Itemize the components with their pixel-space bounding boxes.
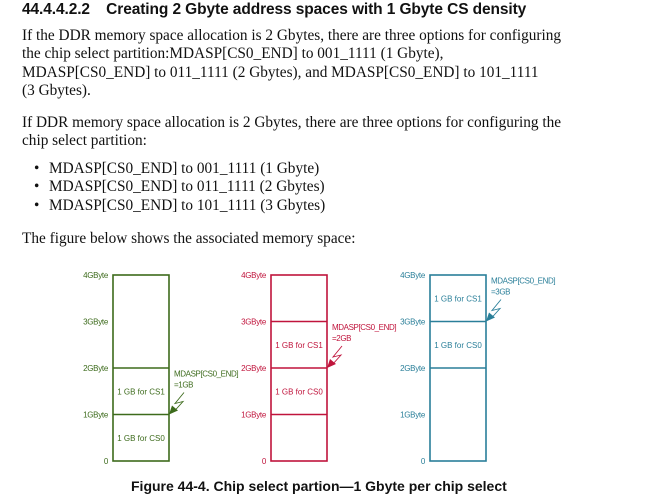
lightning-arrow-line	[490, 299, 502, 319]
cs0-end-annotation-line2: =1GB	[174, 381, 193, 390]
lightning-arrow-line	[331, 345, 343, 366]
region-label: 1 GB for CS1	[117, 387, 165, 396]
list-item-text: MDASP[CS0_END] to 101_1111 (3 Gbytes)	[49, 196, 326, 214]
axis-label-0: 0	[262, 457, 267, 466]
paragraph-2-line: If DDR memory space allocation is 2 Gbyt…	[22, 114, 562, 131]
axis-label-1: 1GByte	[400, 411, 426, 420]
list-item-text: MDASP[CS0_END] to 001_1111 (1 Gbyte)	[49, 160, 320, 177]
axis-label-4: 4GByte	[83, 271, 109, 280]
bullet-icon: •	[34, 160, 40, 177]
axis-label-4: 4GByte	[400, 271, 426, 280]
arrow-head-icon	[169, 405, 178, 415]
list-item-text: MDASP[CS0_END] to 011_1111 (2 Gbytes)	[49, 178, 325, 196]
axis-label-4: 4GByte	[241, 271, 267, 280]
region-label: 1 GB for CS1	[434, 294, 482, 303]
cs0-end-annotation-line1: MDASP[CS0_END]	[174, 370, 238, 379]
paragraph-2: If DDR memory space allocation is 2 Gbyt…	[22, 114, 642, 151]
paragraph-1-line: If the DDR memory space allocation is 2 …	[22, 27, 562, 44]
paragraph-1-line: (3 Gbytes).	[22, 81, 91, 99]
paragraph-1: If the DDR memory space allocation is 2 …	[22, 27, 642, 100]
axis-label-0: 0	[104, 457, 109, 466]
bullet-icon: •	[34, 196, 40, 214]
list-item: • MDASP[CS0_END] to 001_1111 (1 Gbyte)	[34, 160, 325, 178]
paragraph-1-line: the chip select partition:MDASP[CS0_END]…	[22, 45, 444, 63]
options-list: • MDASP[CS0_END] to 001_1111 (1 Gbyte) • M…	[34, 160, 325, 215]
axis-label-2: 2GByte	[83, 364, 109, 373]
list-item: • MDASP[CS0_END] to 101_1111 (3 Gbytes)	[34, 197, 325, 215]
region-label: 1 GB for CS0	[434, 341, 482, 350]
memory-map-figure: 0 1GByte 2GByte 3GByte 4GByte 1 GB for CS0 1 G…	[83, 271, 556, 466]
cs0-end-annotation-line2: =3GB	[491, 288, 510, 297]
axis-label-0: 0	[421, 457, 426, 466]
bullet-icon: •	[34, 178, 40, 196]
axis-label-2: 2GByte	[400, 364, 426, 373]
paragraph-3: The figure below shows the associated me…	[22, 230, 356, 247]
arrow-head-icon	[327, 359, 336, 368]
axis-label-1: 1GByte	[241, 411, 267, 420]
axis-label-2: 2GByte	[241, 364, 267, 373]
figure-caption: Figure 44-4. Chip select partion—1 Gbyte…	[131, 478, 507, 494]
section-heading: 44.4.4.2.2 Creating 2 Gbyte address spac…	[22, 1, 526, 19]
section-number: 44.4.4.2.2	[22, 1, 90, 18]
axis-label-3: 3GByte	[83, 318, 109, 327]
axis-label-1: 1GByte	[83, 411, 109, 420]
lightning-arrow-line	[173, 392, 185, 412]
axis-label-3: 3GByte	[241, 318, 267, 327]
list-item: • MDASP[CS0_END] to 011_1111 (2 Gbytes)	[34, 178, 325, 196]
section-title: Creating 2 Gbyte address spaces with 1 G…	[106, 1, 527, 18]
region-label: 1 GB for CS0	[117, 434, 165, 443]
cs0-end-annotation-line2: =2GB	[332, 334, 351, 343]
arrow-head-icon	[486, 312, 495, 322]
paragraph-2-line: chip select partition:	[22, 132, 147, 150]
region-label: 1 GB for CS0	[275, 387, 323, 396]
axis-label-3: 3GByte	[400, 318, 426, 327]
cs0-end-annotation-line1: MDASP[CS0_END]	[332, 323, 396, 332]
paragraph-1-line: MDASP[CS0_END] to 011_1111 (2 Gbytes), a…	[22, 63, 539, 81]
cs0-end-annotation-line1: MDASP[CS0_END]	[491, 277, 555, 286]
region-label: 1 GB for CS1	[275, 341, 323, 350]
